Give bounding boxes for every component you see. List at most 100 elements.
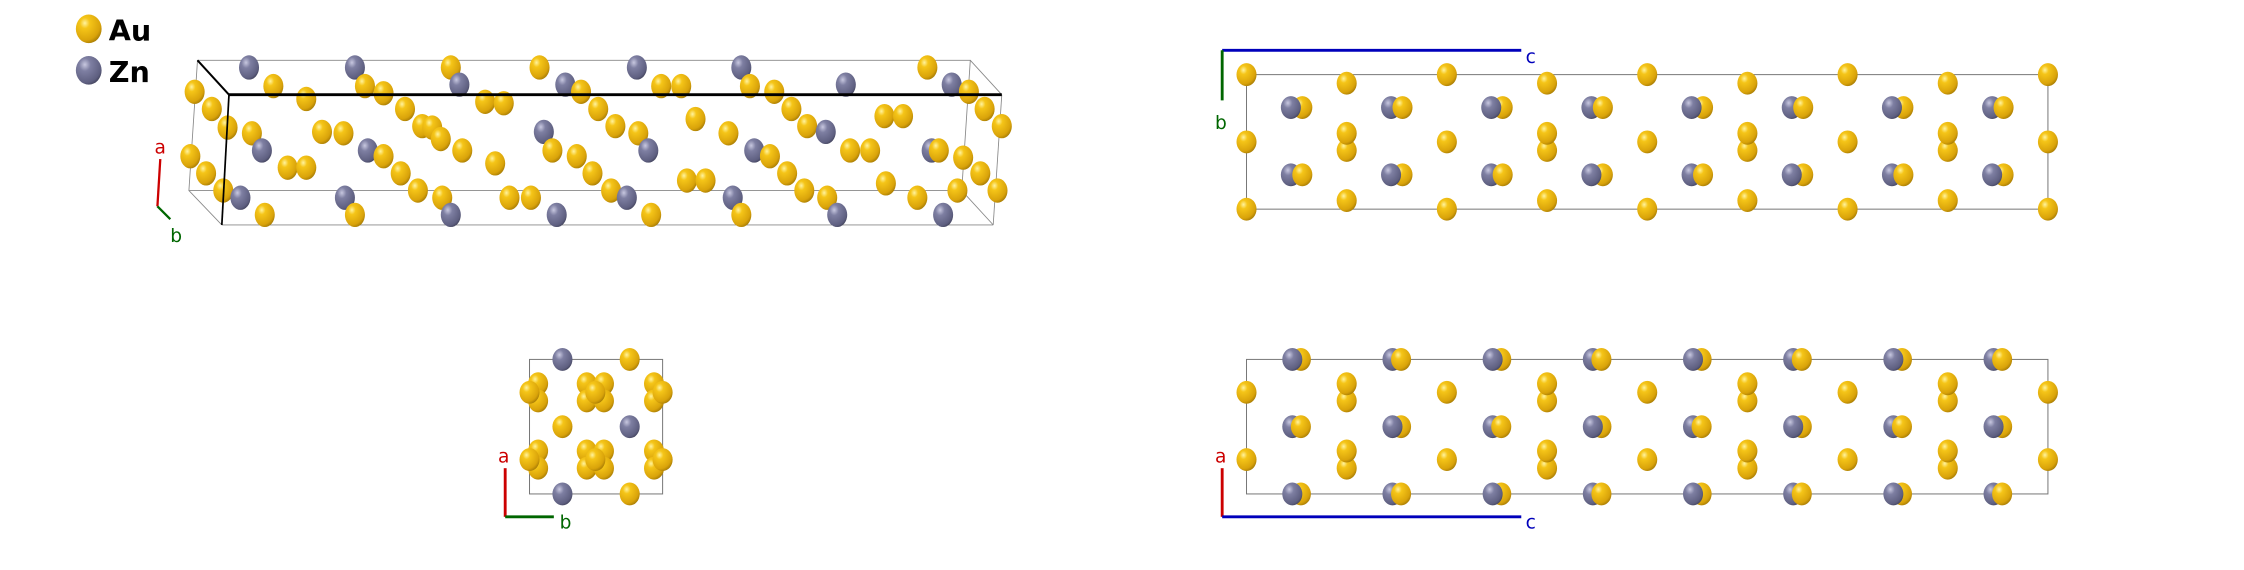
au-atom (1737, 456, 1758, 480)
ac-atoms (1236, 347, 2058, 506)
au-atom (671, 73, 692, 99)
au-atom (628, 121, 649, 146)
au-atom (2037, 130, 2058, 154)
au-atom (1837, 130, 1858, 154)
au-atom (1737, 121, 1758, 145)
au-atom (731, 202, 752, 228)
au-atom (519, 380, 540, 404)
au-atom (601, 178, 622, 203)
au-atom (794, 178, 815, 203)
au-atom (1937, 389, 1958, 413)
au-atom (180, 144, 201, 169)
zn-atom (230, 185, 251, 210)
zn-atom (638, 138, 659, 163)
au-atom (296, 86, 317, 112)
au-atom (1737, 139, 1758, 162)
axis-label-c: c (1526, 47, 1536, 68)
au-atom (685, 106, 706, 132)
au-atom (2037, 197, 2058, 221)
au-atom (542, 138, 563, 163)
au-atom (1537, 439, 1558, 463)
zn-atom (1683, 347, 1704, 371)
zn-atom (1681, 96, 1702, 119)
zn-atom (1881, 96, 1902, 119)
zn-atom (555, 72, 576, 97)
au-atom (1436, 63, 1457, 87)
axis-indicator: a c (1215, 446, 1536, 533)
au-atom (1236, 197, 1257, 221)
au-atom (605, 113, 626, 139)
au-atom (1336, 139, 1357, 162)
axis-label-b: b (560, 512, 572, 533)
zn-atom (546, 202, 567, 228)
au-atom (718, 121, 739, 146)
au-atom (1791, 482, 1812, 506)
au-atom (1436, 380, 1457, 404)
au-atom (529, 55, 550, 80)
zn-atom (731, 55, 752, 80)
zn-atom (835, 72, 856, 97)
au-atom (1737, 71, 1758, 95)
au-atom (974, 96, 995, 122)
au-atom (1537, 189, 1558, 213)
ab-atoms (519, 347, 673, 506)
zn-legend-label: Zn (109, 55, 150, 89)
unit-cell-back (188, 59, 1003, 226)
au-atom (1737, 439, 1758, 463)
au-atom (1336, 372, 1357, 396)
au-atom (1336, 439, 1357, 463)
au-atom (1992, 347, 2013, 371)
axis-label-a: a (498, 446, 509, 467)
au-atom (1837, 197, 1858, 221)
au-atom (485, 151, 506, 176)
zn-atom (1983, 415, 2004, 439)
au-atom (1993, 96, 2014, 119)
zn-atom (552, 347, 573, 371)
zn-atom (344, 55, 365, 80)
au-atom (373, 144, 394, 169)
zn-atom (238, 55, 260, 80)
au-atom (991, 113, 1012, 139)
ab-projection-view: a b (498, 347, 673, 533)
zn-atom (1381, 163, 1402, 187)
ac-projection-view: a c (1215, 347, 2058, 533)
au-atom (1637, 448, 1658, 472)
au-atom (1491, 415, 1512, 439)
zn-atom (626, 55, 647, 80)
au-atom (817, 185, 838, 210)
au-atom (1537, 139, 1558, 162)
au-atom (619, 347, 640, 371)
au-atom (452, 138, 473, 163)
au-atom (987, 178, 1008, 203)
au-atom (344, 202, 365, 228)
au-atom (1937, 139, 1958, 162)
au-atom (1837, 448, 1858, 472)
axis-label-a: a (1215, 446, 1226, 467)
zn-atom (1482, 347, 1503, 371)
zn-atom (941, 72, 962, 97)
au-atom (1292, 163, 1313, 187)
au-atom (241, 121, 262, 146)
au-atom (585, 448, 606, 472)
au-atom (1937, 121, 1958, 145)
zn-atom (251, 138, 272, 163)
au-atom (1436, 130, 1457, 154)
zn-atom (1282, 482, 1303, 506)
au-atom (566, 144, 587, 169)
zn-atom (1581, 163, 1602, 187)
au-atom (1537, 389, 1558, 413)
au-atom (493, 91, 514, 116)
au-atom (840, 138, 861, 163)
au-atom (764, 79, 785, 104)
axis-label-a: a (155, 137, 166, 158)
zn-atom (744, 138, 765, 163)
au-legend-label: Au (109, 13, 152, 47)
au-atom (1392, 96, 1413, 119)
au-atom (874, 103, 895, 129)
au-atom (1737, 372, 1758, 396)
au-atom (394, 96, 416, 122)
au-atom (407, 178, 428, 203)
au-atom (1591, 347, 1612, 371)
au-atom (582, 161, 603, 186)
au-atom (1992, 482, 2013, 506)
